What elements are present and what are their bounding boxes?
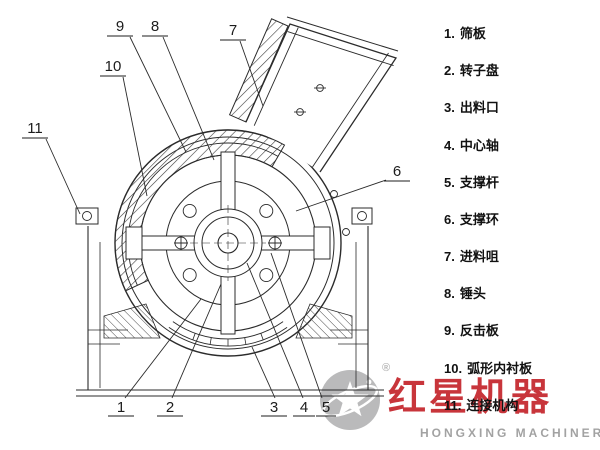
legend-item-1: 1. 筛板: [444, 23, 486, 42]
watermark: ® 红星机器 HONGXING MACHINERY: [318, 352, 600, 448]
screen-plate: [168, 321, 288, 347]
callout-underlines: [22, 35, 410, 417]
registered-trademark: ®: [382, 362, 391, 374]
legend-number: 9.: [444, 323, 455, 338]
legend-label: 反击板: [459, 323, 499, 338]
legend-number: 5.: [444, 175, 455, 190]
callout-number-8: 8: [151, 18, 159, 35]
legend-number: 2.: [444, 63, 455, 78]
legend-item-10: 10. 弧形内衬板: [444, 358, 532, 377]
brand-name-chinese: 红星机器: [388, 377, 553, 419]
legend-number: 11.: [444, 398, 462, 413]
center-shaft: [190, 205, 266, 281]
rotor-bolt-icons: [174, 203, 282, 283]
parts-legend: 1. 筛板 2. 转子盘 3. 出料口 4. 中心轴 5. 支撑杆 6. 支撑环 7. 进料咀…: [444, 0, 600, 450]
callout-number-10: 10: [105, 58, 122, 75]
feed-chute: [245, 16, 399, 173]
legend-label: 支撑环: [459, 212, 499, 227]
lining-hatch: [103, 18, 353, 339]
legend-number: 8.: [444, 286, 455, 301]
legend-number: 3.: [444, 100, 455, 115]
legend-number: 4.: [444, 138, 455, 153]
legend-label: 出料口: [459, 100, 499, 115]
brand-name-english: HONGXING MACHINERY: [420, 426, 600, 440]
legend-item-2: 2. 转子盘: [444, 60, 499, 79]
chute-bolt-icon: [294, 84, 326, 116]
callout-number-5: 5: [322, 399, 330, 416]
callout-number-11: 11: [27, 120, 43, 137]
callout-number-7: 7: [229, 22, 237, 39]
legend-label: 筛板: [459, 26, 486, 41]
legend-item-4: 4. 中心轴: [444, 135, 499, 154]
legend-number: 6.: [444, 212, 455, 227]
legend-item-7: 7. 进料咀: [444, 246, 499, 265]
legend-label: 中心轴: [459, 138, 499, 153]
legend-number: 7.: [444, 249, 455, 264]
callout-number-3: 3: [270, 399, 278, 416]
legend-label: 进料咀: [459, 249, 499, 264]
callout-number-2: 2: [166, 399, 174, 416]
legend-item-3: 3. 出料口: [444, 97, 499, 116]
legend-label: 锤头: [459, 286, 486, 301]
callout-number-6: 6: [393, 163, 401, 180]
legend-item-8: 8. 锤头: [444, 283, 486, 302]
leader-lines: [45, 36, 387, 399]
callout-number-1: 1: [117, 399, 125, 416]
legend-label: 弧形内衬板: [467, 361, 533, 376]
legend-label: 转子盘: [459, 63, 499, 78]
legend-label: 连接机构: [466, 398, 519, 413]
legend-number: 10.: [444, 361, 463, 376]
legend-item-9: 9. 反击板: [444, 320, 499, 339]
legend-number: 1.: [444, 26, 455, 41]
star-orbit-logo-icon: [320, 370, 380, 430]
callout-number-4: 4: [300, 399, 308, 416]
connection-brackets: [75, 190, 373, 236]
legend-label: 支撑杆: [459, 175, 499, 190]
legend-item-5: 5. 支撑杆: [444, 172, 499, 191]
legend-item-6: 6. 支撑环: [444, 209, 499, 228]
callout-number-9: 9: [116, 18, 124, 35]
legend-item-11: 11. 连接机构: [444, 395, 518, 414]
